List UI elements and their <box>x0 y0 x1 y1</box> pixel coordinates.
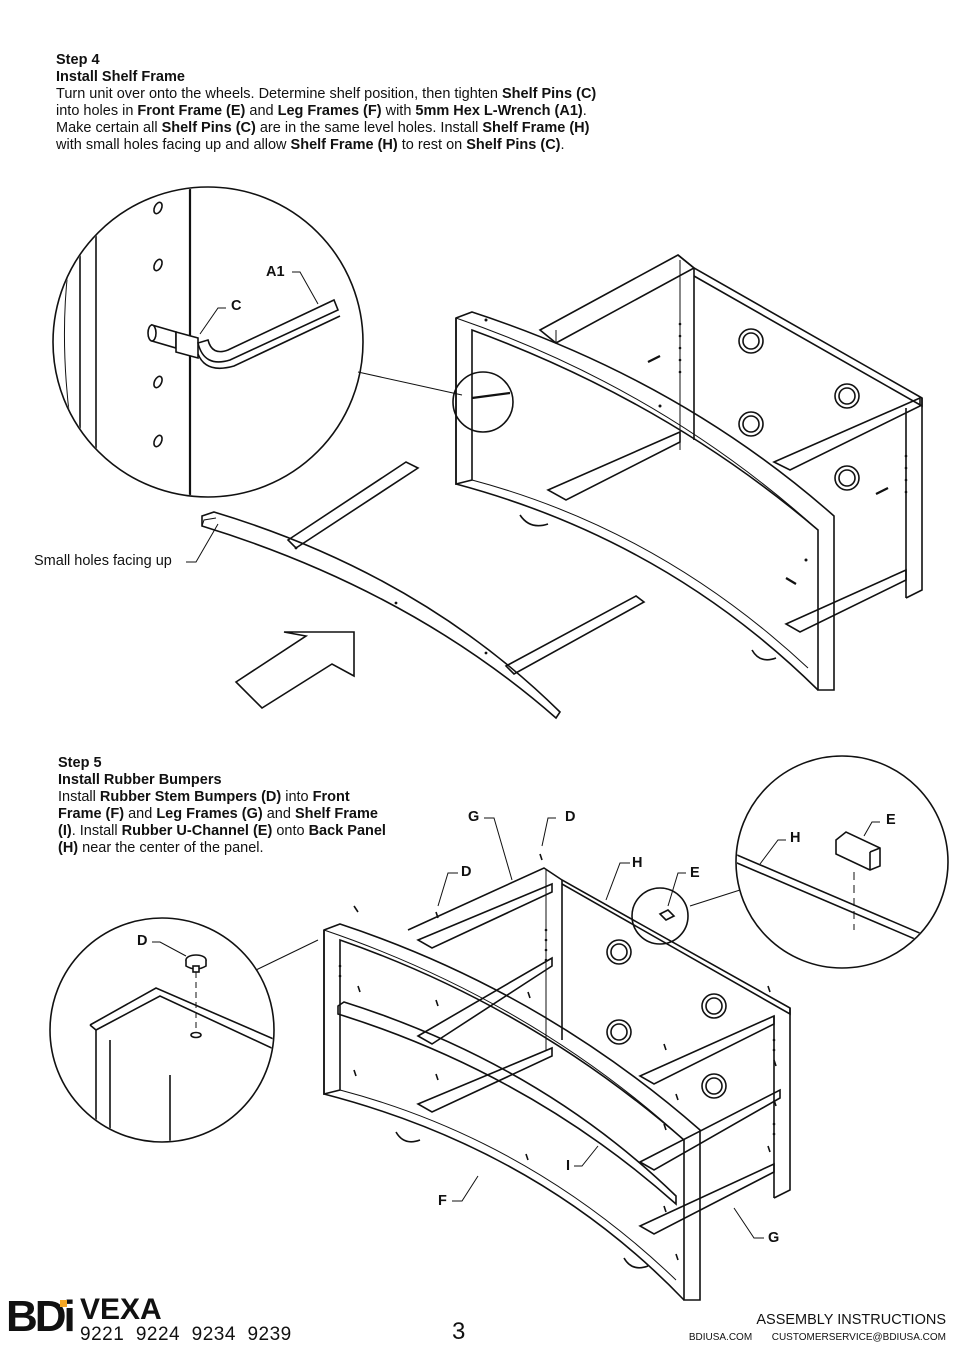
text-run: to rest on <box>397 137 467 153</box>
text-run: . Make certain all <box>56 103 587 136</box>
text-run: Turn unit over onto the wheels. Determin… <box>56 86 502 102</box>
callout-d-zoom: D <box>137 933 148 949</box>
rubber-stem-bumpers <box>353 853 777 1261</box>
text-run: 5mm Hex L-Wrench (A1) <box>415 103 583 119</box>
text-run: Shelf Pins (C) <box>466 137 561 153</box>
text-run: Back Panel (H) <box>58 823 386 856</box>
text-run: Shelf Pins (C) <box>502 86 597 102</box>
footer: BDi VEXA 9221 9224 9234 9239 3 ASSEMBLY … <box>0 1290 954 1350</box>
callout-h-zoom: H <box>790 830 801 846</box>
callout-d-left: D <box>461 864 472 880</box>
product-name: VEXA <box>80 1293 162 1326</box>
text-run: . Install <box>71 823 122 839</box>
text-run: Leg Frames (F) <box>277 103 382 119</box>
step4-instructions: Step 4 Install Shelf Frame Turn unit ove… <box>56 52 601 154</box>
callout-c: C <box>231 298 242 314</box>
email-link[interactable]: CUSTOMERSERVICE@BDIUSA.COM <box>771 1332 946 1343</box>
small-holes-note: Small holes facing up <box>34 553 172 569</box>
step4-illustration <box>52 186 923 720</box>
callout-h-main: H <box>632 855 643 871</box>
step4-body: Turn unit over onto the wheels. Determin… <box>56 86 601 154</box>
step5-instructions: Step 5 Install Rubber Bumpers Install Ru… <box>58 755 388 857</box>
direction-arrow <box>234 631 355 710</box>
text-run: Front Frame (F) <box>58 789 350 822</box>
text-run: Shelf Pins (C) <box>161 120 256 136</box>
text-run: and <box>124 806 157 822</box>
text-run: and <box>245 103 278 119</box>
pin-holes <box>153 201 163 448</box>
text-run: and <box>262 806 295 822</box>
main-unit-step5 <box>323 853 791 1301</box>
main-unit-step4 <box>455 254 923 691</box>
text-run: into holes in <box>56 103 138 119</box>
step4-title: Install Shelf Frame <box>56 69 185 85</box>
logo-accent <box>60 1300 67 1307</box>
step5-title: Install Rubber Bumpers <box>58 772 222 788</box>
text-run: with small holes facing up and allow <box>56 137 291 153</box>
text-run: . <box>560 137 565 153</box>
shelf-pin-and-wrench <box>147 298 341 370</box>
text-run: are in the same level holes. Install <box>255 120 483 136</box>
callout-e-main: E <box>690 865 700 881</box>
rubber-u-channel-zoom <box>835 831 881 871</box>
text-run: Shelf Frame (I) <box>58 806 378 839</box>
text-run: into <box>281 789 313 805</box>
text-run: near the center of the panel. <box>78 840 264 856</box>
callout-a1: A1 <box>266 264 285 280</box>
rubber-stem-bumper-zoom <box>185 954 207 973</box>
callout-e-zoom: E <box>886 812 896 828</box>
step5-body: Install Rubber Stem Bumpers (D) into Fro… <box>58 789 388 857</box>
text-run: Front Frame (E) <box>137 103 246 119</box>
text-run: Rubber Stem Bumpers (D) <box>99 789 282 805</box>
text-run: with <box>381 103 416 119</box>
text-run: Leg Frames (G) <box>156 806 263 822</box>
page-number: 3 <box>452 1318 466 1345</box>
callout-g-top: G <box>468 809 480 825</box>
step4-heading: Step 4 <box>56 52 100 68</box>
doc-type: ASSEMBLY INSTRUCTIONS <box>756 1312 946 1328</box>
callout-i: I <box>566 1158 571 1174</box>
shelf-frame-h <box>201 461 646 720</box>
website-link[interactable]: BDIUSA.COM <box>688 1332 753 1343</box>
text-run: Rubber U-Channel (E) <box>121 823 273 839</box>
text-run: Shelf Frame (H) <box>482 120 590 136</box>
step5-heading: Step 5 <box>58 755 102 771</box>
contact-line: BDIUSA.COM CUSTOMERSERVICE@BDIUSA.COM <box>689 1332 946 1343</box>
callout-d-top: D <box>565 809 576 825</box>
text-run: Shelf Frame (H) <box>290 137 398 153</box>
model-numbers: 9221 9224 9234 9239 <box>80 1324 292 1345</box>
callout-g-bottom: G <box>768 1230 780 1246</box>
callout-f: F <box>438 1193 447 1209</box>
text-run: Install <box>58 789 100 805</box>
text-run: onto <box>272 823 309 839</box>
